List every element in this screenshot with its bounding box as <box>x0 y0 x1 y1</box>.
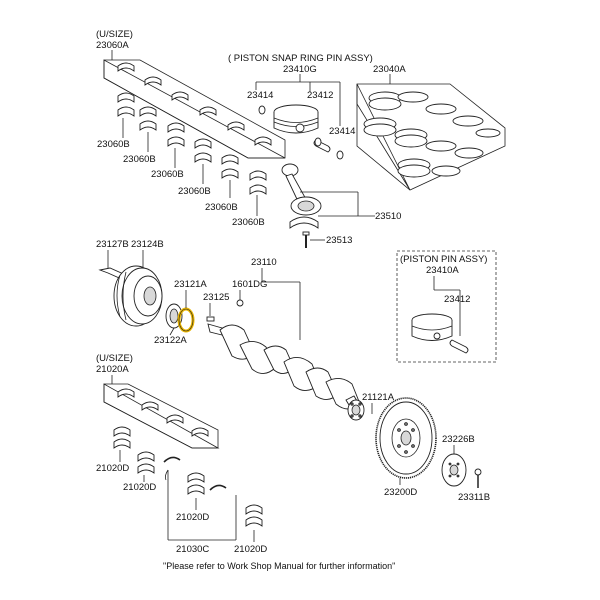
label-23110: 23110 <box>251 257 277 268</box>
connecting-rod-icon <box>281 163 322 216</box>
label-21020D-1: 21020D <box>96 463 129 474</box>
label-1601DG: 1601DG <box>232 279 267 290</box>
key-icon <box>206 316 215 322</box>
label-23226B: 23226B <box>442 434 475 445</box>
snap-ring-left-icon <box>258 105 266 115</box>
piston-pin-icon-2 <box>449 339 469 354</box>
label-23122A: 23122A <box>154 335 187 346</box>
label-23060B-1: 23060B <box>97 139 130 150</box>
snap-ring-right-icon <box>336 150 344 160</box>
piston-pin-assy-box: (PISTON PIN ASSY) 23410A 23412 <box>396 250 497 363</box>
footer-note: "Please refer to Work Shop Manual for fu… <box>163 561 395 571</box>
label-23414-2: 23414 <box>329 126 355 137</box>
label-piston-pin-title: (PISTON PIN ASSY) <box>400 254 487 265</box>
label-23513: 23513 <box>326 235 352 246</box>
label-21020A: 21020A <box>96 364 129 375</box>
label-23412-1: 23412 <box>307 90 333 101</box>
label-23060B-3: 23060B <box>151 169 184 180</box>
label-21020D-4: 21020D <box>234 544 267 555</box>
label-23040A: 23040A <box>373 64 406 75</box>
label-usize-top: (U/SIZE) <box>96 29 133 40</box>
bearing-set-21020A: (U/SIZE) 21020A 21020D 21020D 21030C 210… <box>96 353 267 555</box>
label-23060B-4: 23060B <box>178 186 211 197</box>
label-23510: 23510 <box>375 211 401 222</box>
label-23410G: 23410G <box>283 64 317 75</box>
piston-icon <box>273 104 319 134</box>
label-23121A: 23121A <box>174 279 207 290</box>
label-23060B-2: 23060B <box>123 154 156 165</box>
label-21121A: 21121A <box>362 392 395 403</box>
upper-bearing-shells <box>117 62 272 146</box>
label-21030C: 21030C <box>176 544 209 555</box>
label-23410A: 23410A <box>426 265 459 276</box>
label-23060A: 23060A <box>96 40 129 51</box>
highlighted-ring-icon <box>177 307 195 333</box>
piston-snap-ring-pin-assy: ( PISTON SNAP RING PIN ASSY) 23410G 2341… <box>228 53 373 160</box>
crankshaft-icon <box>207 323 365 421</box>
flywheel-plate-icon <box>441 453 467 487</box>
label-23060B-5: 23060B <box>205 202 238 213</box>
label-21020D-2: 21020D <box>123 482 156 493</box>
label-23412-2: 23412 <box>444 294 470 305</box>
label-23060B-6: 23060B <box>232 217 265 228</box>
label-21020D-3: 21020D <box>176 512 209 523</box>
piston-pin-icon <box>313 137 331 153</box>
piston-assy-icon <box>411 313 453 341</box>
rod-bolt-icon <box>302 231 310 248</box>
pulley-group: 23127B 23124B 23121A 23122A 23125 <box>96 239 301 346</box>
piston-rings-23040A: 23040A <box>356 64 506 191</box>
connecting-rod-23510: 23510 23513 <box>281 163 401 248</box>
label-23124B: 23124B <box>131 239 164 250</box>
lower-bearing-shells <box>117 92 267 195</box>
bearing-set-23060A: (U/SIZE) 23060A <box>96 29 286 228</box>
label-piston-snap-title: ( PISTON SNAP RING PIN ASSY) <box>228 53 373 64</box>
flywheel-bolt-icon <box>474 468 482 488</box>
flywheel-group: 21121A 23200D 23226B <box>362 392 490 503</box>
pulley-icon <box>113 265 163 327</box>
label-usize-bottom: (U/SIZE) <box>96 353 133 364</box>
label-23414-1: 23414 <box>247 90 273 101</box>
label-23125: 23125 <box>203 292 229 303</box>
rod-cap-icon <box>289 216 319 229</box>
label-23311B: 23311B <box>458 492 490 503</box>
flywheel-icon <box>375 397 437 479</box>
label-23127B: 23127B <box>96 239 129 250</box>
label-23200D: 23200D <box>384 487 417 498</box>
